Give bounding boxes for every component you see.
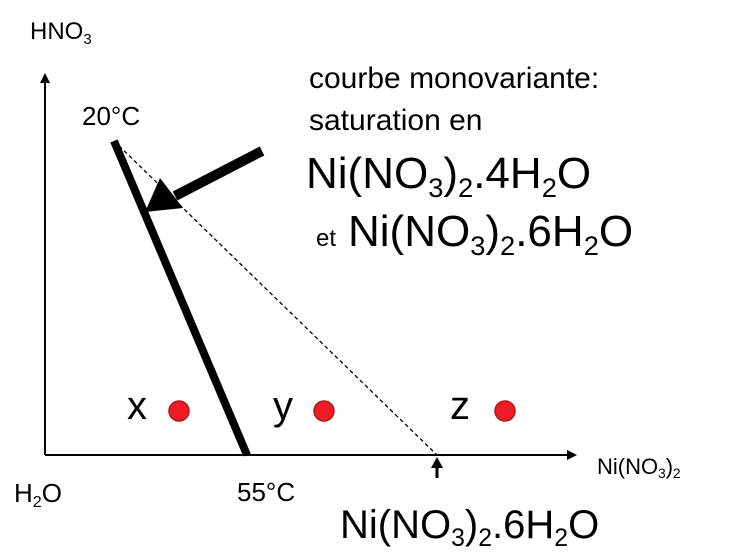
annotation-line1: courbe monovariante: — [309, 62, 600, 95]
temperature-top-label: 20°C — [82, 101, 141, 131]
dashed-tie-line — [113, 140, 438, 456]
bottom-formula-6h2o: Ni(NO3)2.6H2O — [340, 503, 600, 552]
point-x — [168, 400, 190, 422]
x-axis-label: Ni(NO3)2 — [597, 454, 681, 482]
point-label-z: z — [450, 384, 470, 428]
point-y — [313, 400, 335, 422]
annotation-formula-4h2o: Ni(NO3)2.4H2O — [306, 149, 592, 203]
annotation-line2: saturation en — [309, 104, 483, 137]
point-label-x: x — [127, 384, 147, 428]
origin-label: H2O — [14, 478, 62, 512]
annotation-formula-6h2o: Ni(NO3)2.6H2O — [348, 207, 634, 261]
point-label-y: y — [273, 384, 293, 428]
pointer-arrow-head — [145, 178, 183, 212]
y-axis-label: HNO3 — [30, 18, 92, 48]
point-z — [494, 400, 516, 422]
temperature-bottom-label: 55°C — [237, 477, 296, 507]
composition-marker-arrowhead — [431, 457, 443, 468]
pointer-arrow-shaft — [172, 146, 265, 201]
annotation-et: et — [316, 225, 337, 252]
monovariant-curve — [110, 139, 251, 457]
